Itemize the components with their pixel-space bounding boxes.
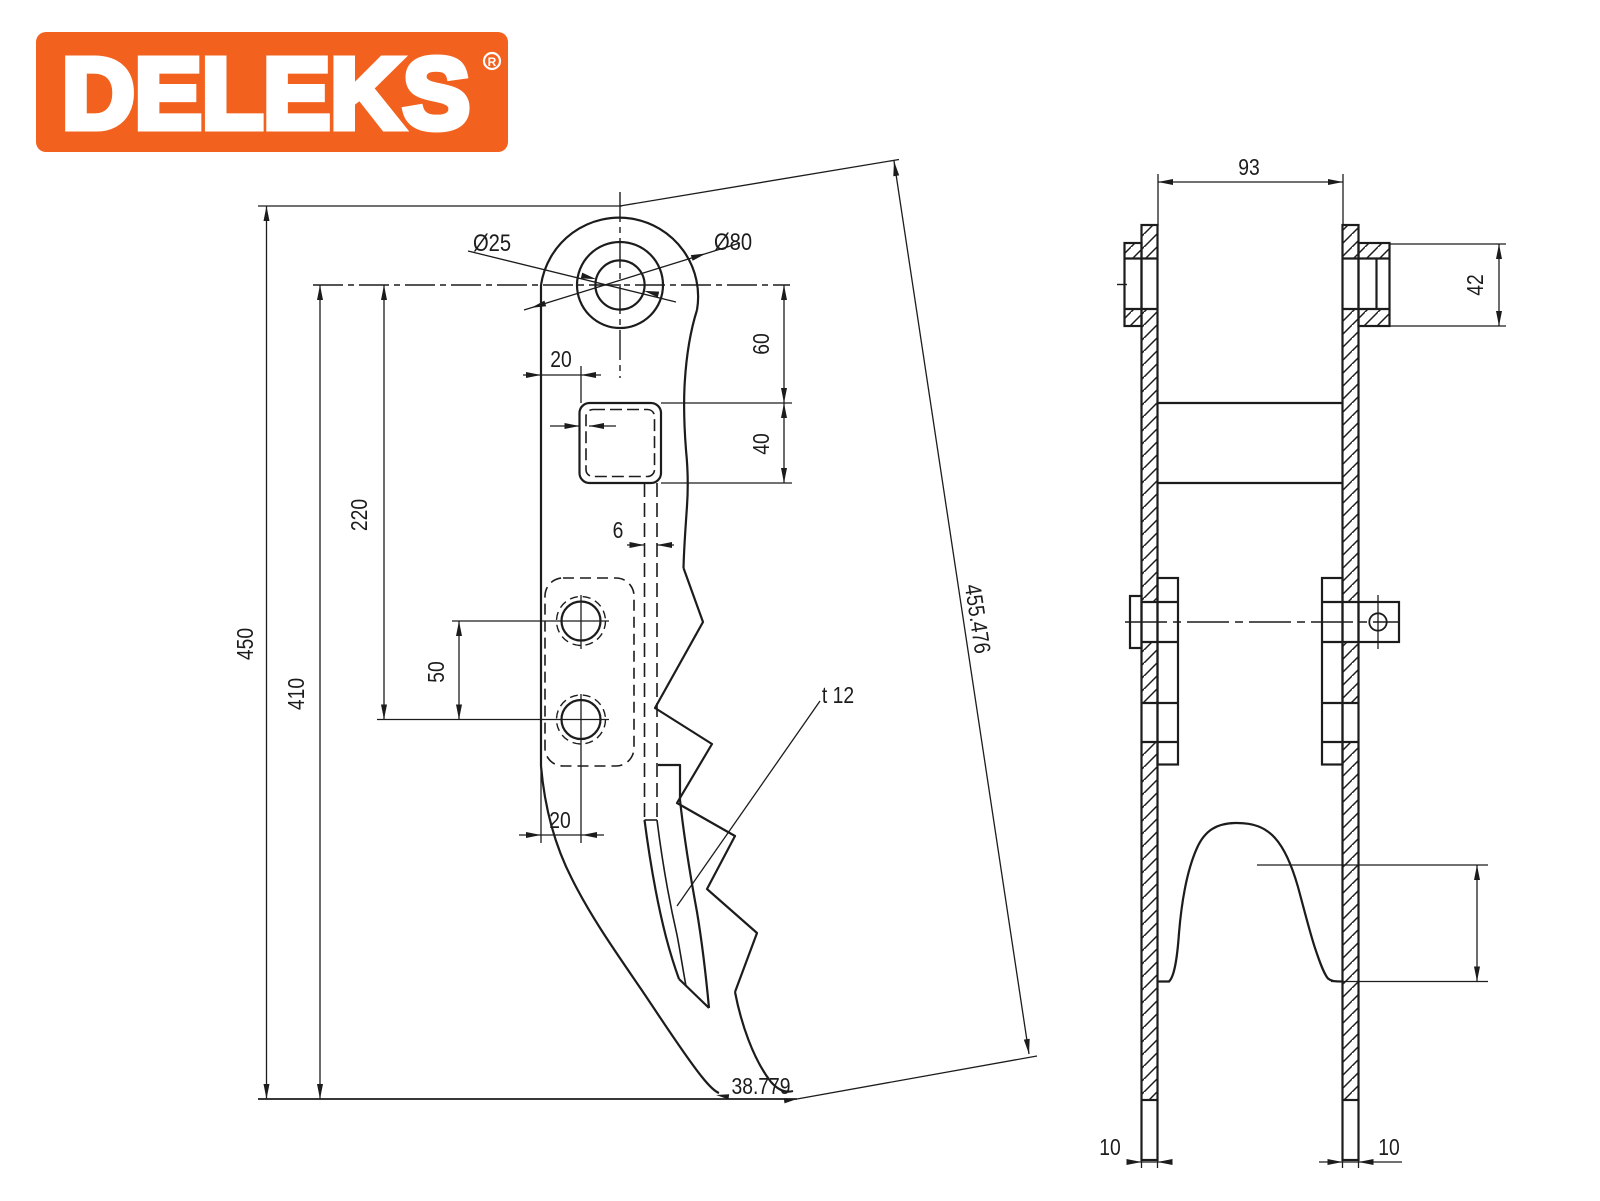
svg-text:450: 450 xyxy=(234,628,259,660)
svg-text:50: 50 xyxy=(425,661,450,682)
svg-text:10: 10 xyxy=(1378,1136,1399,1161)
svg-text:42: 42 xyxy=(1464,274,1489,295)
svg-text:t 12: t 12 xyxy=(822,684,854,709)
svg-text:6: 6 xyxy=(613,519,624,544)
svg-text:410: 410 xyxy=(285,678,310,710)
svg-text:10: 10 xyxy=(1099,1136,1120,1161)
svg-text:Ø80: Ø80 xyxy=(714,228,752,255)
svg-text:20: 20 xyxy=(549,809,570,834)
svg-text:DELEKS: DELEKS xyxy=(62,38,470,150)
svg-text:38.779: 38.779 xyxy=(731,1075,790,1100)
svg-text:Ø25: Ø25 xyxy=(473,229,511,256)
svg-text:40: 40 xyxy=(750,433,775,454)
svg-text:20: 20 xyxy=(550,348,571,373)
svg-text:220: 220 xyxy=(348,499,373,531)
svg-text:93: 93 xyxy=(1238,156,1259,181)
svg-text:R: R xyxy=(488,55,497,69)
svg-text:60: 60 xyxy=(750,333,775,354)
